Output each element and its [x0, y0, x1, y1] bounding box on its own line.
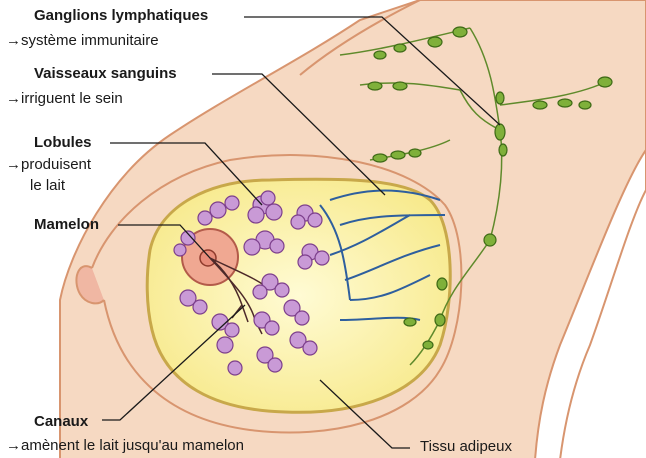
- ganglions-title: Ganglions lymphatiques: [34, 6, 208, 26]
- canaux-title: Canaux: [34, 412, 88, 432]
- nipple-center: [200, 250, 216, 266]
- arrow-icon: →: [6, 437, 21, 454]
- arrow-icon: →: [6, 156, 21, 173]
- vaisseaux-title: Vaisseaux sanguins: [34, 64, 177, 84]
- lobules-title: Lobules: [34, 133, 92, 153]
- mamelon-title: Mamelon: [34, 215, 99, 235]
- lobules-desc-1: →produisent: [6, 155, 91, 175]
- arrow-icon: →: [6, 90, 21, 107]
- lobules-desc-2: le lait: [30, 176, 65, 196]
- vaisseaux-desc: →irriguent le sein: [6, 89, 123, 109]
- ganglions-desc: →système immunitaire: [6, 31, 159, 51]
- arrow-icon: →: [6, 32, 21, 49]
- tissu-title: Tissu adipeux: [420, 437, 512, 457]
- canaux-desc: →amènent le lait jusqu'au mamelon: [6, 436, 244, 456]
